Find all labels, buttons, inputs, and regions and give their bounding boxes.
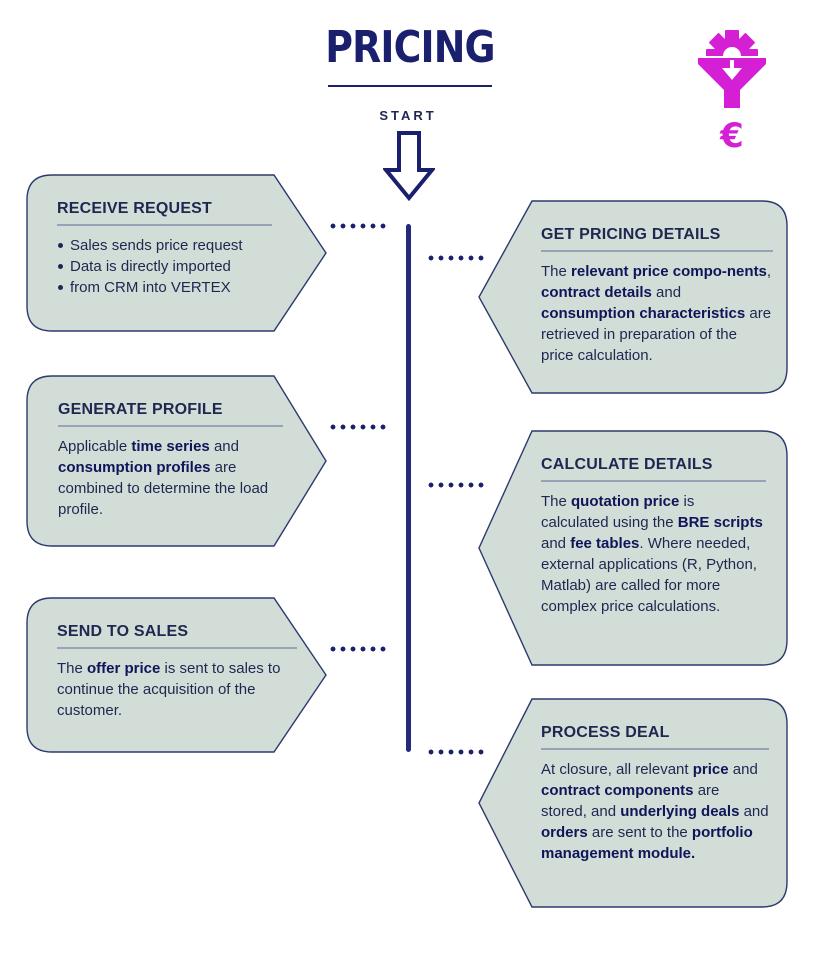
highlight-text: offer price [87, 660, 161, 677]
step-body: Applicable time series and consumption p… [58, 438, 269, 518]
highlight-text: price [692, 761, 729, 778]
highlight-text: portfolio management module. [541, 824, 753, 862]
title-underline [328, 85, 492, 87]
bullet-item: Sales sends price request [58, 235, 272, 256]
step-get-pricing-details: GET PRICING DETAILS The relevant price c… [478, 200, 788, 394]
highlight-text: time series [131, 438, 210, 455]
highlight-text: relevant price compo-nents [571, 263, 767, 280]
connector-dots [426, 748, 488, 756]
step-generate-profile: GENERATE PROFILE Applicable time series … [26, 375, 328, 547]
step-heading: CALCULATE DETAILS [541, 456, 766, 482]
step-body: At closure, all relevant price and contr… [541, 761, 769, 862]
highlight-text: orders [541, 824, 588, 841]
page-title: PRICING [325, 22, 495, 73]
highlight-text: BRE scripts [677, 514, 763, 531]
highlight-text: consumption characteristics [541, 305, 746, 322]
step-body: Sales sends price request Data is direct… [57, 235, 272, 298]
down-arrow-icon [383, 131, 435, 202]
highlight-text: contract components [541, 782, 694, 799]
step-process-deal: PROCESS DEAL At closure, all relevant pr… [478, 698, 788, 908]
step-heading: PROCESS DEAL [541, 724, 769, 750]
highlight-text: quotation price [571, 493, 680, 510]
connector-dots [328, 645, 390, 653]
bullet-item: from CRM into VERTEX [58, 277, 272, 298]
highlight-text: fee tables [570, 535, 640, 552]
euro-symbol: € [719, 116, 744, 154]
step-send-to-sales: SEND TO SALES The offer price is sent to… [26, 597, 328, 753]
step-heading: GENERATE PROFILE [58, 401, 283, 427]
highlight-text: consumption profiles [58, 459, 211, 476]
connector-dots [426, 254, 488, 262]
step-heading: RECEIVE REQUEST [57, 200, 272, 226]
gear-funnel-euro-icon: € [696, 30, 768, 154]
connector-dots [426, 481, 488, 489]
bullet-list: Sales sends price request Data is direct… [57, 235, 272, 298]
start-label: START [379, 108, 437, 123]
step-receive-request: RECEIVE REQUEST Sales sends price reques… [26, 174, 328, 332]
connector-dots [328, 423, 390, 431]
step-body: The offer price is sent to sales to cont… [57, 660, 281, 719]
step-heading: SEND TO SALES [57, 623, 297, 649]
timeline-line [406, 224, 411, 752]
highlight-text: underlying deals [620, 803, 740, 820]
step-body: The quotation price is calculated using … [541, 493, 763, 615]
connector-dots [328, 222, 390, 230]
highlight-text: contract details [541, 284, 652, 301]
step-heading: GET PRICING DETAILS [541, 226, 773, 252]
bullet-item: Data is directly imported [58, 256, 272, 277]
step-body: The relevant price compo-nents, contract… [541, 263, 772, 364]
step-calculate-details: CALCULATE DETAILS The quotation price is… [478, 430, 788, 666]
